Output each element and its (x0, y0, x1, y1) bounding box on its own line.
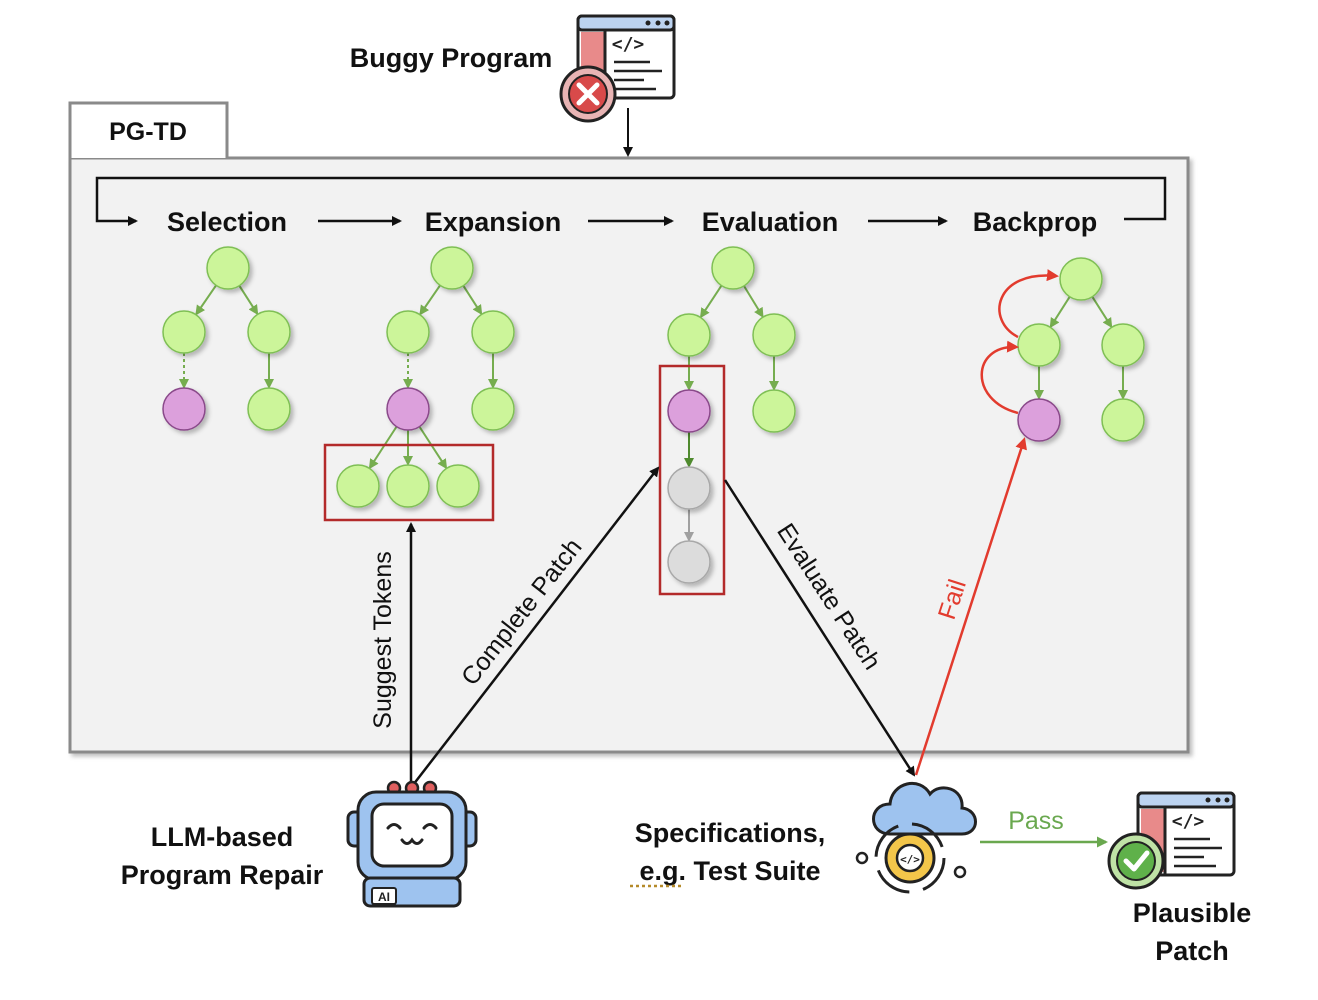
pg-td-frame: PG-TD (68, 101, 1190, 754)
tree-node (752, 389, 796, 433)
svg-text:</>: </> (612, 34, 645, 55)
stage-expansion: Expansion (425, 207, 562, 237)
tree-node (336, 464, 380, 508)
tree-node (1017, 323, 1061, 367)
tree-node (471, 387, 515, 431)
tree-edge (368, 426, 398, 470)
tree-node (667, 313, 711, 357)
tree-node (247, 310, 291, 354)
tree-node-selected (667, 389, 711, 433)
suggest-tokens-label: Suggest Tokens (369, 551, 397, 728)
llm-label-line2: Program Repair (121, 860, 324, 890)
tree-node (1101, 323, 1145, 367)
complete-patch-arrow (412, 466, 660, 786)
evaluate-patch-arrow (723, 479, 916, 777)
llm-label-line1: LLM-based (151, 822, 294, 852)
plausible-label-line1: Plausible (1133, 898, 1252, 928)
evaluation-highlight-box (658, 364, 726, 596)
backprop-arrow-1 (980, 340, 1019, 415)
svg-text:</>: </> (900, 853, 920, 866)
tree-node (162, 310, 206, 354)
tree-edge (1049, 296, 1071, 329)
code-window-error-icon: </> (559, 14, 676, 123)
plausible-label-line2: Patch (1155, 936, 1229, 966)
tree-node (752, 313, 796, 357)
tree-node-rollout (667, 540, 711, 584)
tree-node-selected (1017, 398, 1061, 442)
tree-edge (419, 284, 441, 316)
loop-arrow (95, 176, 1167, 226)
tree-node (206, 246, 250, 290)
tree-edge (418, 426, 448, 470)
tree-edge (195, 284, 217, 316)
stage-evaluation: Evaluation (702, 207, 839, 237)
fail-arrow (914, 437, 1027, 776)
tree-node-selected (162, 387, 206, 431)
tree-node (430, 246, 474, 290)
tree-node (711, 246, 755, 290)
stage-selection: Selection (167, 207, 287, 237)
tree-node (386, 464, 430, 508)
evaluation-tree (667, 246, 796, 584)
pass-label: Pass (1008, 807, 1064, 835)
frame-title: PG-TD (109, 118, 187, 146)
tree-node (471, 310, 515, 354)
spec-label-line1: Specifications, (635, 818, 826, 848)
backprop-arrow-2 (998, 269, 1059, 339)
spec-label-line2: e.g. Test Suite (639, 856, 820, 886)
tree-edge (743, 285, 764, 318)
expansion-tree (336, 246, 515, 508)
tree-node (1101, 398, 1145, 442)
tree-node (1059, 257, 1103, 301)
tree-edge (462, 285, 483, 316)
tree-node (386, 310, 430, 354)
cloud-gear-icon: </> (855, 782, 977, 894)
tree-node-rollout (667, 466, 711, 510)
tree-edge (238, 285, 259, 316)
code-window-check-icon: </> (1107, 791, 1236, 890)
tree-node-selected (386, 387, 430, 431)
tree-node (247, 387, 291, 431)
selection-tree (162, 246, 291, 431)
expansion-highlight-box (323, 443, 495, 522)
tree-edge (1091, 296, 1113, 329)
robot-icon: AI (346, 780, 478, 908)
svg-text:AI: AI (378, 890, 390, 904)
tree-edge (699, 285, 723, 319)
tree-node (436, 464, 480, 508)
backprop-tree (1017, 257, 1145, 442)
svg-text:</>: </> (1172, 811, 1205, 832)
stage-backprop: Backprop (973, 207, 1098, 237)
buggy-program-label: Buggy Program (350, 43, 553, 73)
search-trees (162, 246, 1145, 584)
